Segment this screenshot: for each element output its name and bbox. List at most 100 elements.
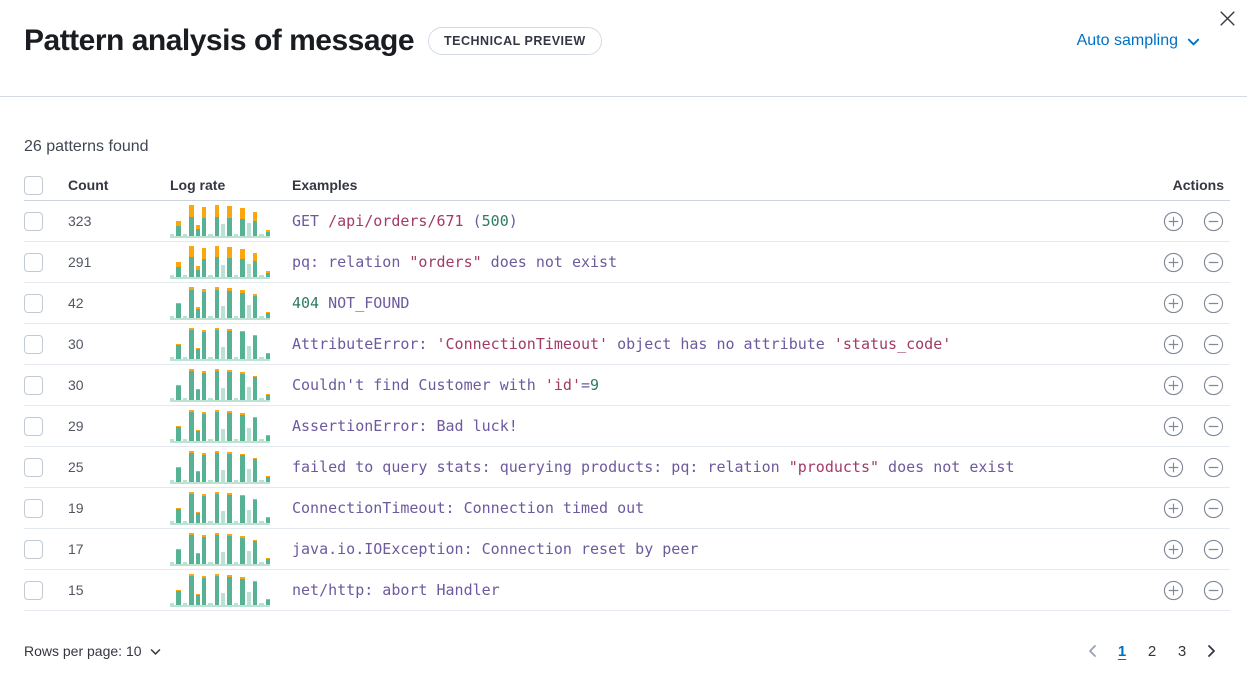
sparkline-bar [189, 573, 194, 605]
minus-circle-icon[interactable] [1203, 252, 1224, 273]
sparkline-bar [176, 220, 181, 236]
sparkline-bar [189, 409, 194, 441]
sparkline-bar [176, 343, 181, 359]
row-checkbox-cell [24, 211, 68, 231]
row-checkbox[interactable] [24, 539, 43, 559]
sparkline-bar [201, 289, 207, 318]
sparkline-bar [246, 387, 251, 400]
minus-circle-icon[interactable] [1203, 211, 1224, 232]
minus-circle-icon[interactable] [1203, 539, 1224, 560]
minus-circle-icon[interactable] [1203, 498, 1224, 519]
example-text: AssertionError: Bad luck! [292, 417, 1134, 435]
sparkline-bar [240, 248, 245, 277]
table-row: 323 GET /api/orders/671 (500) [24, 201, 1230, 242]
sparkline-bar [233, 275, 239, 277]
pagination-page-3[interactable]: 3 [1177, 642, 1187, 660]
plus-circle-icon[interactable] [1163, 580, 1184, 601]
sparkline-bar [214, 450, 219, 482]
sparkline-bar [252, 334, 258, 359]
sampling-dropdown[interactable]: Auto sampling [1077, 32, 1201, 50]
sparkline-bar [170, 233, 175, 236]
sparkline-anomaly-cap [252, 580, 258, 583]
minus-circle-icon[interactable] [1203, 416, 1224, 437]
row-checkbox[interactable] [24, 211, 43, 231]
sparkline-bar [233, 316, 239, 318]
row-checkbox[interactable] [24, 498, 43, 518]
row-actions [1134, 252, 1230, 273]
minus-circle-icon[interactable] [1203, 334, 1224, 355]
table-row: 30 Couldn't find Customer with 'id'=9 [24, 365, 1230, 406]
sparkline-bar [208, 274, 213, 277]
row-checkbox[interactable] [24, 580, 43, 600]
log-rate-sparkline [170, 491, 270, 525]
sparkline-anomaly-cap [201, 453, 207, 455]
sparkline-bar [265, 475, 270, 482]
sparkline-bar [240, 535, 245, 564]
row-count: 291 [68, 254, 92, 270]
sparkline-anomaly-cap [265, 311, 270, 313]
plus-circle-icon[interactable] [1163, 375, 1184, 396]
row-checkbox[interactable] [24, 293, 43, 313]
example-segment: does not exist [481, 253, 618, 271]
sparkline-anomaly-cap [214, 245, 219, 258]
row-checkbox[interactable] [24, 375, 43, 395]
row-actions [1134, 580, 1230, 601]
minus-circle-icon[interactable] [1203, 293, 1224, 314]
sparkline-bar [214, 327, 219, 359]
chevron-left-icon[interactable] [1081, 639, 1105, 663]
sparkline-bar [252, 375, 258, 400]
close-icon[interactable] [1215, 6, 1239, 30]
sparkline-anomaly-cap [195, 348, 200, 349]
sparkline-anomaly-cap [240, 453, 245, 456]
example-segment: "orders" [409, 253, 482, 271]
row-checkbox-cell [24, 252, 68, 272]
minus-circle-icon[interactable] [1203, 457, 1224, 478]
plus-circle-icon[interactable] [1163, 457, 1184, 478]
sparkline-bar [233, 439, 239, 441]
log-rate-cell [170, 368, 292, 402]
sparkline-bar [265, 434, 270, 441]
plus-circle-icon[interactable] [1163, 416, 1184, 437]
plus-circle-icon[interactable] [1163, 252, 1184, 273]
sparkline-bar [233, 603, 239, 605]
sparkline-bar [227, 206, 232, 236]
plus-circle-icon[interactable] [1163, 539, 1184, 560]
row-actions [1134, 293, 1230, 314]
plus-circle-icon[interactable] [1163, 293, 1184, 314]
plus-circle-icon[interactable] [1163, 498, 1184, 519]
plus-circle-icon[interactable] [1163, 211, 1184, 232]
row-checkbox[interactable] [24, 334, 43, 354]
pagination-page-2[interactable]: 2 [1147, 642, 1157, 660]
sparkline-bar [189, 532, 194, 564]
pagination-page-1[interactable]: 1 [1117, 642, 1127, 660]
minus-circle-icon[interactable] [1203, 375, 1224, 396]
sparkline-bar [246, 551, 251, 564]
sparkline-bar [182, 439, 188, 441]
sparkline-anomaly-cap [214, 286, 219, 291]
sparkline-anomaly-cap [189, 327, 194, 330]
sparkline-bar [214, 286, 219, 318]
sparkline-bar [233, 234, 239, 236]
row-checkbox[interactable] [24, 457, 43, 477]
sparkline-bar [259, 438, 264, 441]
sparkline-anomaly-cap [201, 535, 207, 537]
minus-circle-icon[interactable] [1203, 580, 1224, 601]
example-segment: "products" [788, 458, 880, 476]
sparkline-bar [214, 204, 219, 236]
column-header-examples: Examples [292, 177, 358, 193]
sparkline-bar [252, 457, 258, 482]
sparkline-bar [227, 575, 232, 605]
sparkline-bar [195, 266, 200, 277]
rows-per-page-button[interactable]: Rows per page: 10 [24, 643, 162, 659]
patterns-found-summary: 26 patterns found [24, 138, 149, 155]
chevron-right-icon[interactable] [1199, 639, 1223, 663]
sparkline-anomaly-cap [176, 425, 181, 427]
sparkline-anomaly-cap [176, 507, 181, 509]
row-checkbox[interactable] [24, 416, 43, 436]
plus-circle-icon[interactable] [1163, 334, 1184, 355]
select-all-checkbox[interactable] [24, 175, 43, 195]
sparkline-anomaly-cap [252, 211, 258, 221]
sparkline-bar [195, 430, 200, 441]
row-checkbox[interactable] [24, 252, 43, 272]
sparkline-anomaly-cap [189, 245, 194, 258]
